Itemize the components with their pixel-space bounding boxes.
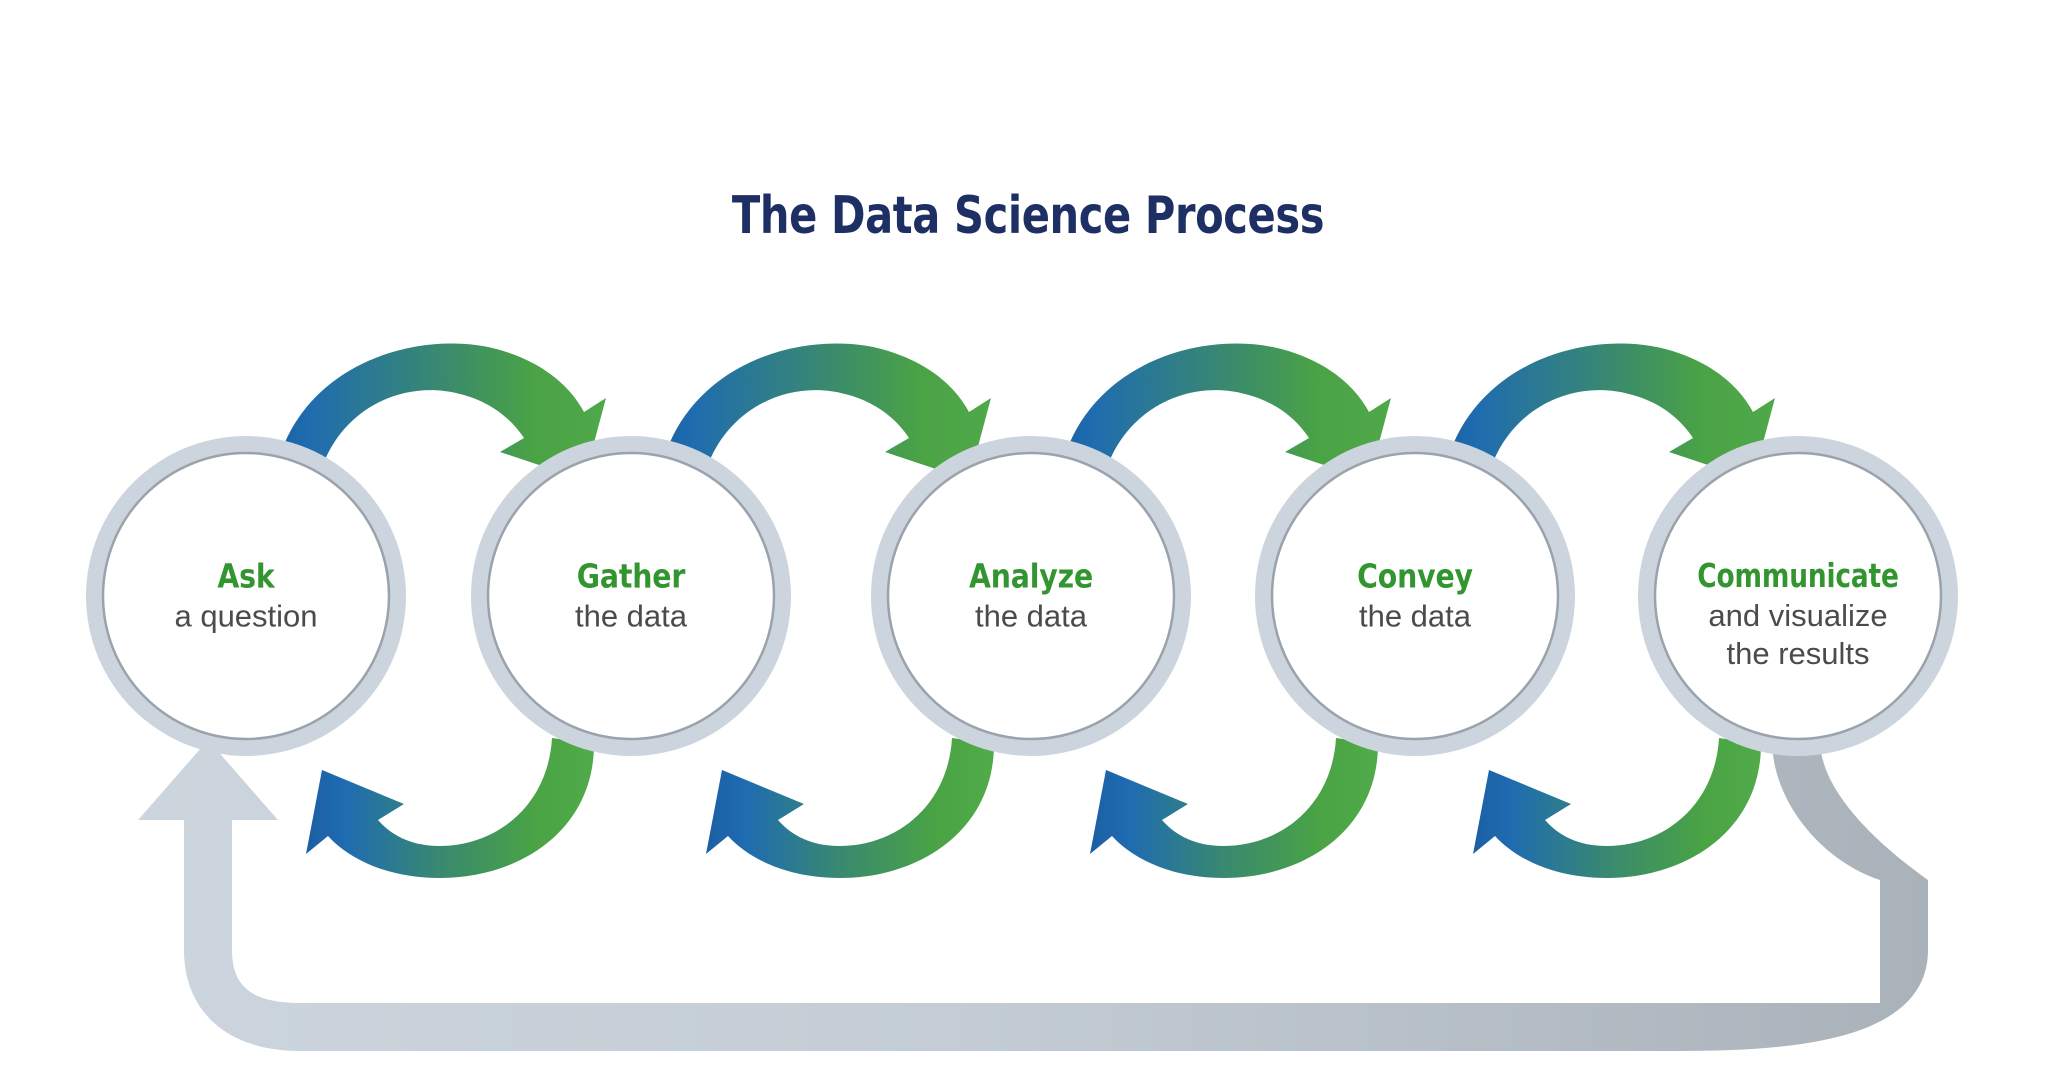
page-title: The Data Science Process xyxy=(731,186,1325,246)
arrow-communicate-back-to-convey xyxy=(1473,738,1761,878)
arrow-analyze-to-convey xyxy=(1068,343,1391,480)
return-path-body xyxy=(138,740,1928,1051)
back-arrows-group xyxy=(306,738,1761,878)
arrow-gather-to-analyze xyxy=(668,343,991,480)
return-path-group xyxy=(138,740,1928,1051)
arrow-ask-to-gather xyxy=(283,343,606,480)
arrow-analyze-back-to-gather xyxy=(706,738,994,878)
arrow-convey-to-communicate xyxy=(1452,343,1775,480)
arrow-convey-back-to-analyze xyxy=(1090,738,1378,878)
step-circle-ask[interactable] xyxy=(86,436,406,756)
step-circle-analyze[interactable] xyxy=(871,436,1191,756)
arrow-gather-back-to-ask xyxy=(306,738,594,878)
step-circle-communicate[interactable] xyxy=(1638,436,1958,756)
step-circle-convey[interactable] xyxy=(1255,436,1575,756)
forward-arrows-group xyxy=(283,343,1775,480)
step-circles-group xyxy=(86,436,1958,756)
step-circle-gather[interactable] xyxy=(471,436,791,756)
